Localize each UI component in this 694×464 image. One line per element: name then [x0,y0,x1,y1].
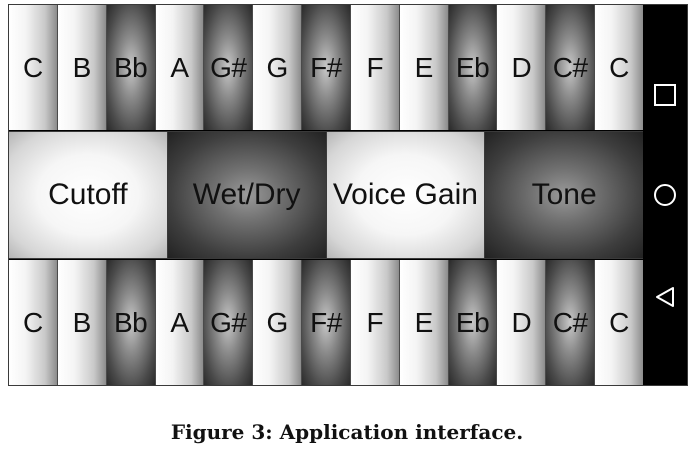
bottom-key-b[interactable]: B [57,260,107,385]
bottom-key-f[interactable]: F [350,260,400,385]
top-key-g-sharp[interactable]: G# [204,5,254,130]
top-key-bb[interactable]: Bb [106,5,156,130]
bottom-key-a[interactable]: A [155,260,205,385]
home-button[interactable] [643,175,687,215]
top-key-g[interactable]: G [253,5,303,130]
top-key-e[interactable]: E [399,5,449,130]
top-key-a[interactable]: A [155,5,205,130]
app-content: C B Bb A G# G F# F E Eb D C# C Cutoff We… [9,5,643,385]
bottom-key-d[interactable]: D [497,260,547,385]
bottom-key-c-high[interactable]: C [9,260,58,385]
top-key-eb[interactable]: Eb [448,5,498,130]
top-key-d[interactable]: D [497,5,547,130]
top-key-c-low[interactable]: C [595,5,643,130]
cutoff-control[interactable]: Cutoff [9,132,168,258]
square-icon [654,84,676,106]
wet-dry-control[interactable]: Wet/Dry [167,132,327,258]
voice-gain-control[interactable]: Voice Gain [326,132,486,258]
top-key-b[interactable]: B [57,5,107,130]
triangle-back-icon [656,287,674,307]
bottom-key-c-sharp[interactable]: C# [546,260,596,385]
android-navigation-bar [643,5,687,385]
bottom-key-g-sharp[interactable]: G# [204,260,254,385]
top-key-f[interactable]: F [350,5,400,130]
top-keyboard: C B Bb A G# G F# F E Eb D C# C [9,5,643,130]
bottom-key-e[interactable]: E [399,260,449,385]
top-key-f-sharp[interactable]: F# [302,5,351,130]
bottom-key-bb[interactable]: Bb [106,260,156,385]
bottom-key-g[interactable]: G [253,260,303,385]
application-window: C B Bb A G# G F# F E Eb D C# C Cutoff We… [8,4,688,386]
bottom-keyboard: C B Bb A G# G F# F E Eb D C# C [9,260,643,385]
top-key-c-high[interactable]: C [9,5,58,130]
circle-icon [654,184,676,206]
bottom-key-eb[interactable]: Eb [448,260,498,385]
bottom-key-f-sharp[interactable]: F# [302,260,351,385]
tone-control[interactable]: Tone [485,132,643,258]
back-button[interactable] [643,277,687,317]
figure-caption: Figure 3: Application interface. [170,420,524,444]
top-key-c-sharp[interactable]: C# [546,5,596,130]
parameter-controls: Cutoff Wet/Dry Voice Gain Tone [9,131,643,259]
recent-apps-button[interactable] [643,75,687,115]
bottom-key-c-low[interactable]: C [595,260,643,385]
